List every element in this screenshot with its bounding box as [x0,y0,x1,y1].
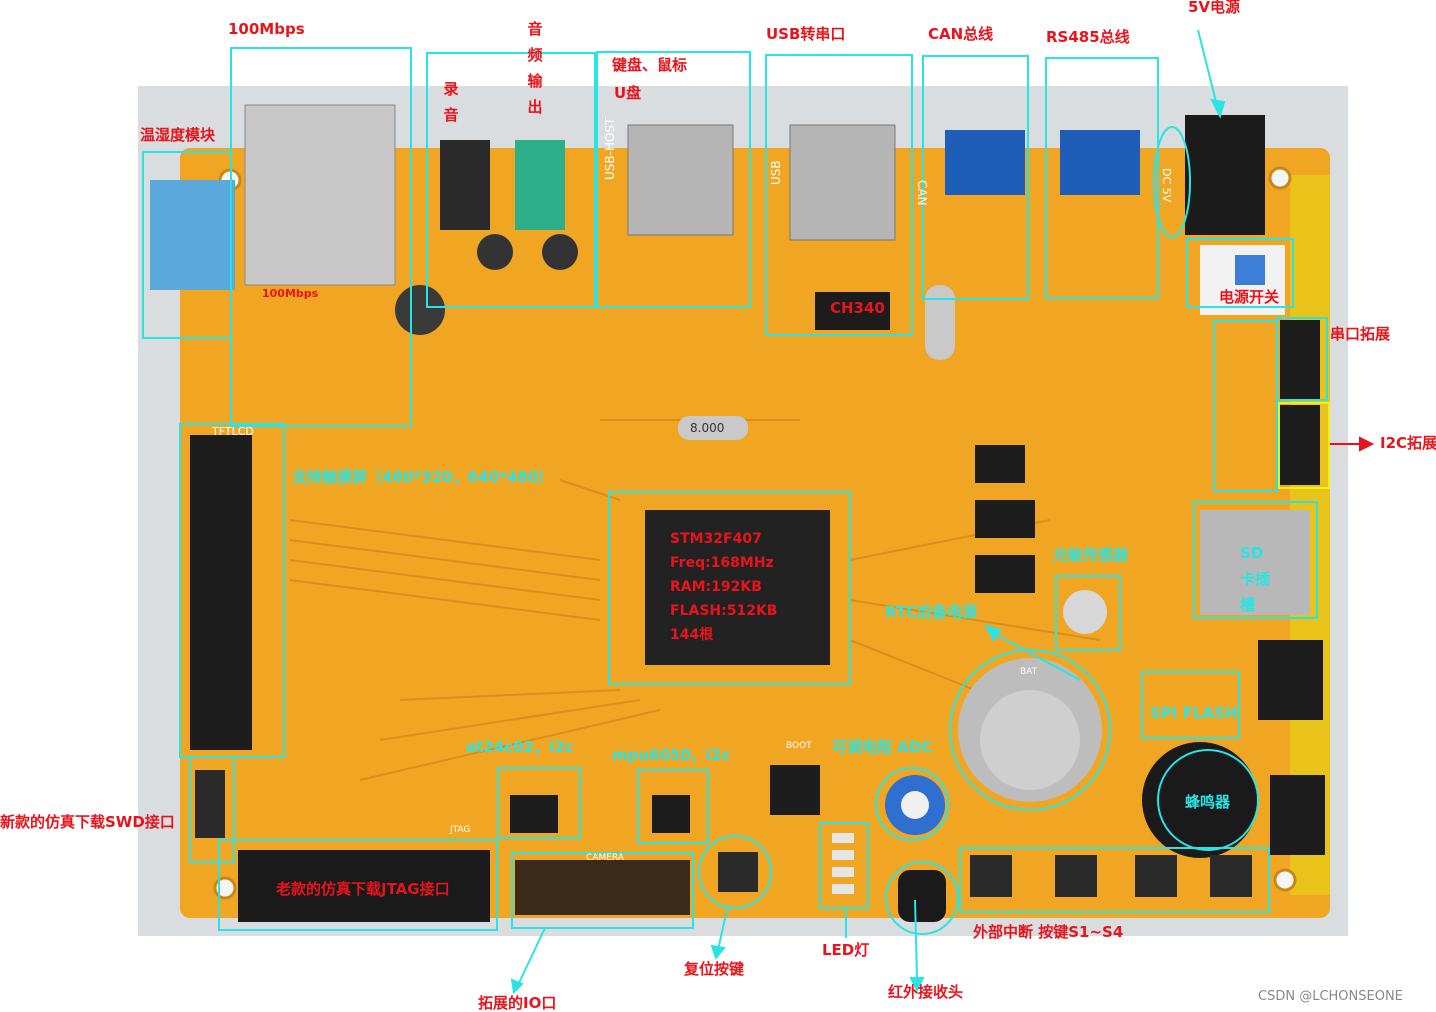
silk-camera: CAMERA [586,853,624,863]
io-ext-label: 拓展的IO口 [478,994,557,1012]
annotation-arrows [510,29,1226,995]
camera-io-header [515,860,690,915]
swd-label: 新款的仿真下载SWD接口 [0,813,175,831]
swd-header [195,770,225,838]
jtag-label: 老款的仿真下载JTAG接口 [276,880,450,898]
jtag-header [238,850,490,922]
mpu6050-label: mpu6050，i2c [612,746,731,764]
ch340-chip [815,292,890,330]
ir-label: 红外接收头 [888,983,964,1001]
buzzer [1142,742,1258,858]
i2c-ext-label: I2C拓展 [1380,434,1436,452]
silk-boot: BOOT [786,741,812,751]
adc-label: 可调电阻 ADC [832,738,933,756]
silk-jtag: JTAG [450,825,471,835]
silk-can: CAN [915,180,929,206]
power-switch-label: 电源开关 [1219,288,1280,306]
keys-label: 外部中断 按键S1~S4 [973,923,1124,941]
mcu-line-2: Freq:168MHz [670,555,774,571]
at24c02-label: at24c02，i2c [466,738,574,756]
sd-card-label: SD卡插槽 [1240,544,1271,614]
i2c-highlight-box [1278,402,1330,489]
watermark: CSDN @LCHONSEONE [1258,989,1403,1004]
i2c-arrow [1330,436,1375,452]
humidity-sensor [150,180,235,290]
rtc-battery-cell [980,690,1080,790]
mcu-line-4: FLASH:512KB [670,603,778,619]
jumpers [770,445,1035,815]
annotation-boxes [142,47,1328,935]
silk-usb-host: USB-HOST [603,117,617,180]
silk-usb: USB [769,160,783,185]
spi-flash-label: SPI FLASH [1150,704,1238,722]
eth-lower-label: 100Mbps [262,287,319,300]
udisk-label: U盘 [614,84,642,102]
crystal-12m [925,285,955,360]
audio-jacks [395,140,578,335]
sd-slot [1200,510,1310,615]
usb-host-port [627,124,734,236]
silk-crystal: 8.000 [690,421,725,435]
crystal-8m [678,416,748,440]
serial-ext-label: 串口拓展 [1330,325,1391,343]
rs485-label: RS485总线 [1046,28,1130,46]
silk-dc5v: DC 5V [1160,168,1173,203]
usb-serial-label: USB转串口 [766,25,846,43]
silk-tftlcd: TFTLCD [212,425,254,438]
mpu6050-chip [652,795,690,833]
leds [832,833,854,894]
record-label: 录音 [443,80,459,124]
push-buttons [718,852,1252,897]
rs485-terminal [1060,130,1140,195]
i2c-header [1280,405,1320,485]
eth-label: 100Mbps [228,20,305,38]
buzzer-label: 蜂鸣器 [1185,793,1231,811]
power-switch-knob [1235,255,1265,285]
reset-label: 复位按键 [684,960,745,978]
stm32-mcu [645,510,830,665]
power5v-label: 5V电源 [1188,0,1241,16]
led-label: LED灯 [822,941,870,959]
rtc-power-label: RTC后备电源 [885,603,978,621]
ir-receiver [898,870,946,922]
mcu-line-1: STM32F407 [670,531,762,547]
mcu-line-5: 144根 [670,627,714,643]
light-sensor [1063,590,1107,634]
usb-serial-port [789,124,896,241]
silk-bat: BAT [1020,667,1038,677]
at24c02-chip [510,795,558,833]
nrf-header [1258,640,1323,720]
audio-output-label: 音频输出 [527,20,543,116]
ethernet-jack [244,104,396,286]
photo-sensor-label: 光敏传感器 [1053,546,1129,564]
tftlcd-header [190,435,252,750]
can-terminal [945,130,1025,195]
keyboard-mouse-label: 键盘、鼠标 [612,56,688,74]
p7-header [1270,775,1325,855]
humidity-label: 温湿度模块 [140,126,216,144]
serial-header [1280,320,1320,400]
potentiometer-knob [901,791,929,819]
can-label: CAN总线 [928,25,994,43]
ch340-text: CH340 [830,299,885,317]
mcu-line-3: RAM:192KB [670,579,762,595]
dc-jack [1185,115,1265,235]
touch-label: 支持触摸屏（480*320，640*480） [292,468,553,486]
